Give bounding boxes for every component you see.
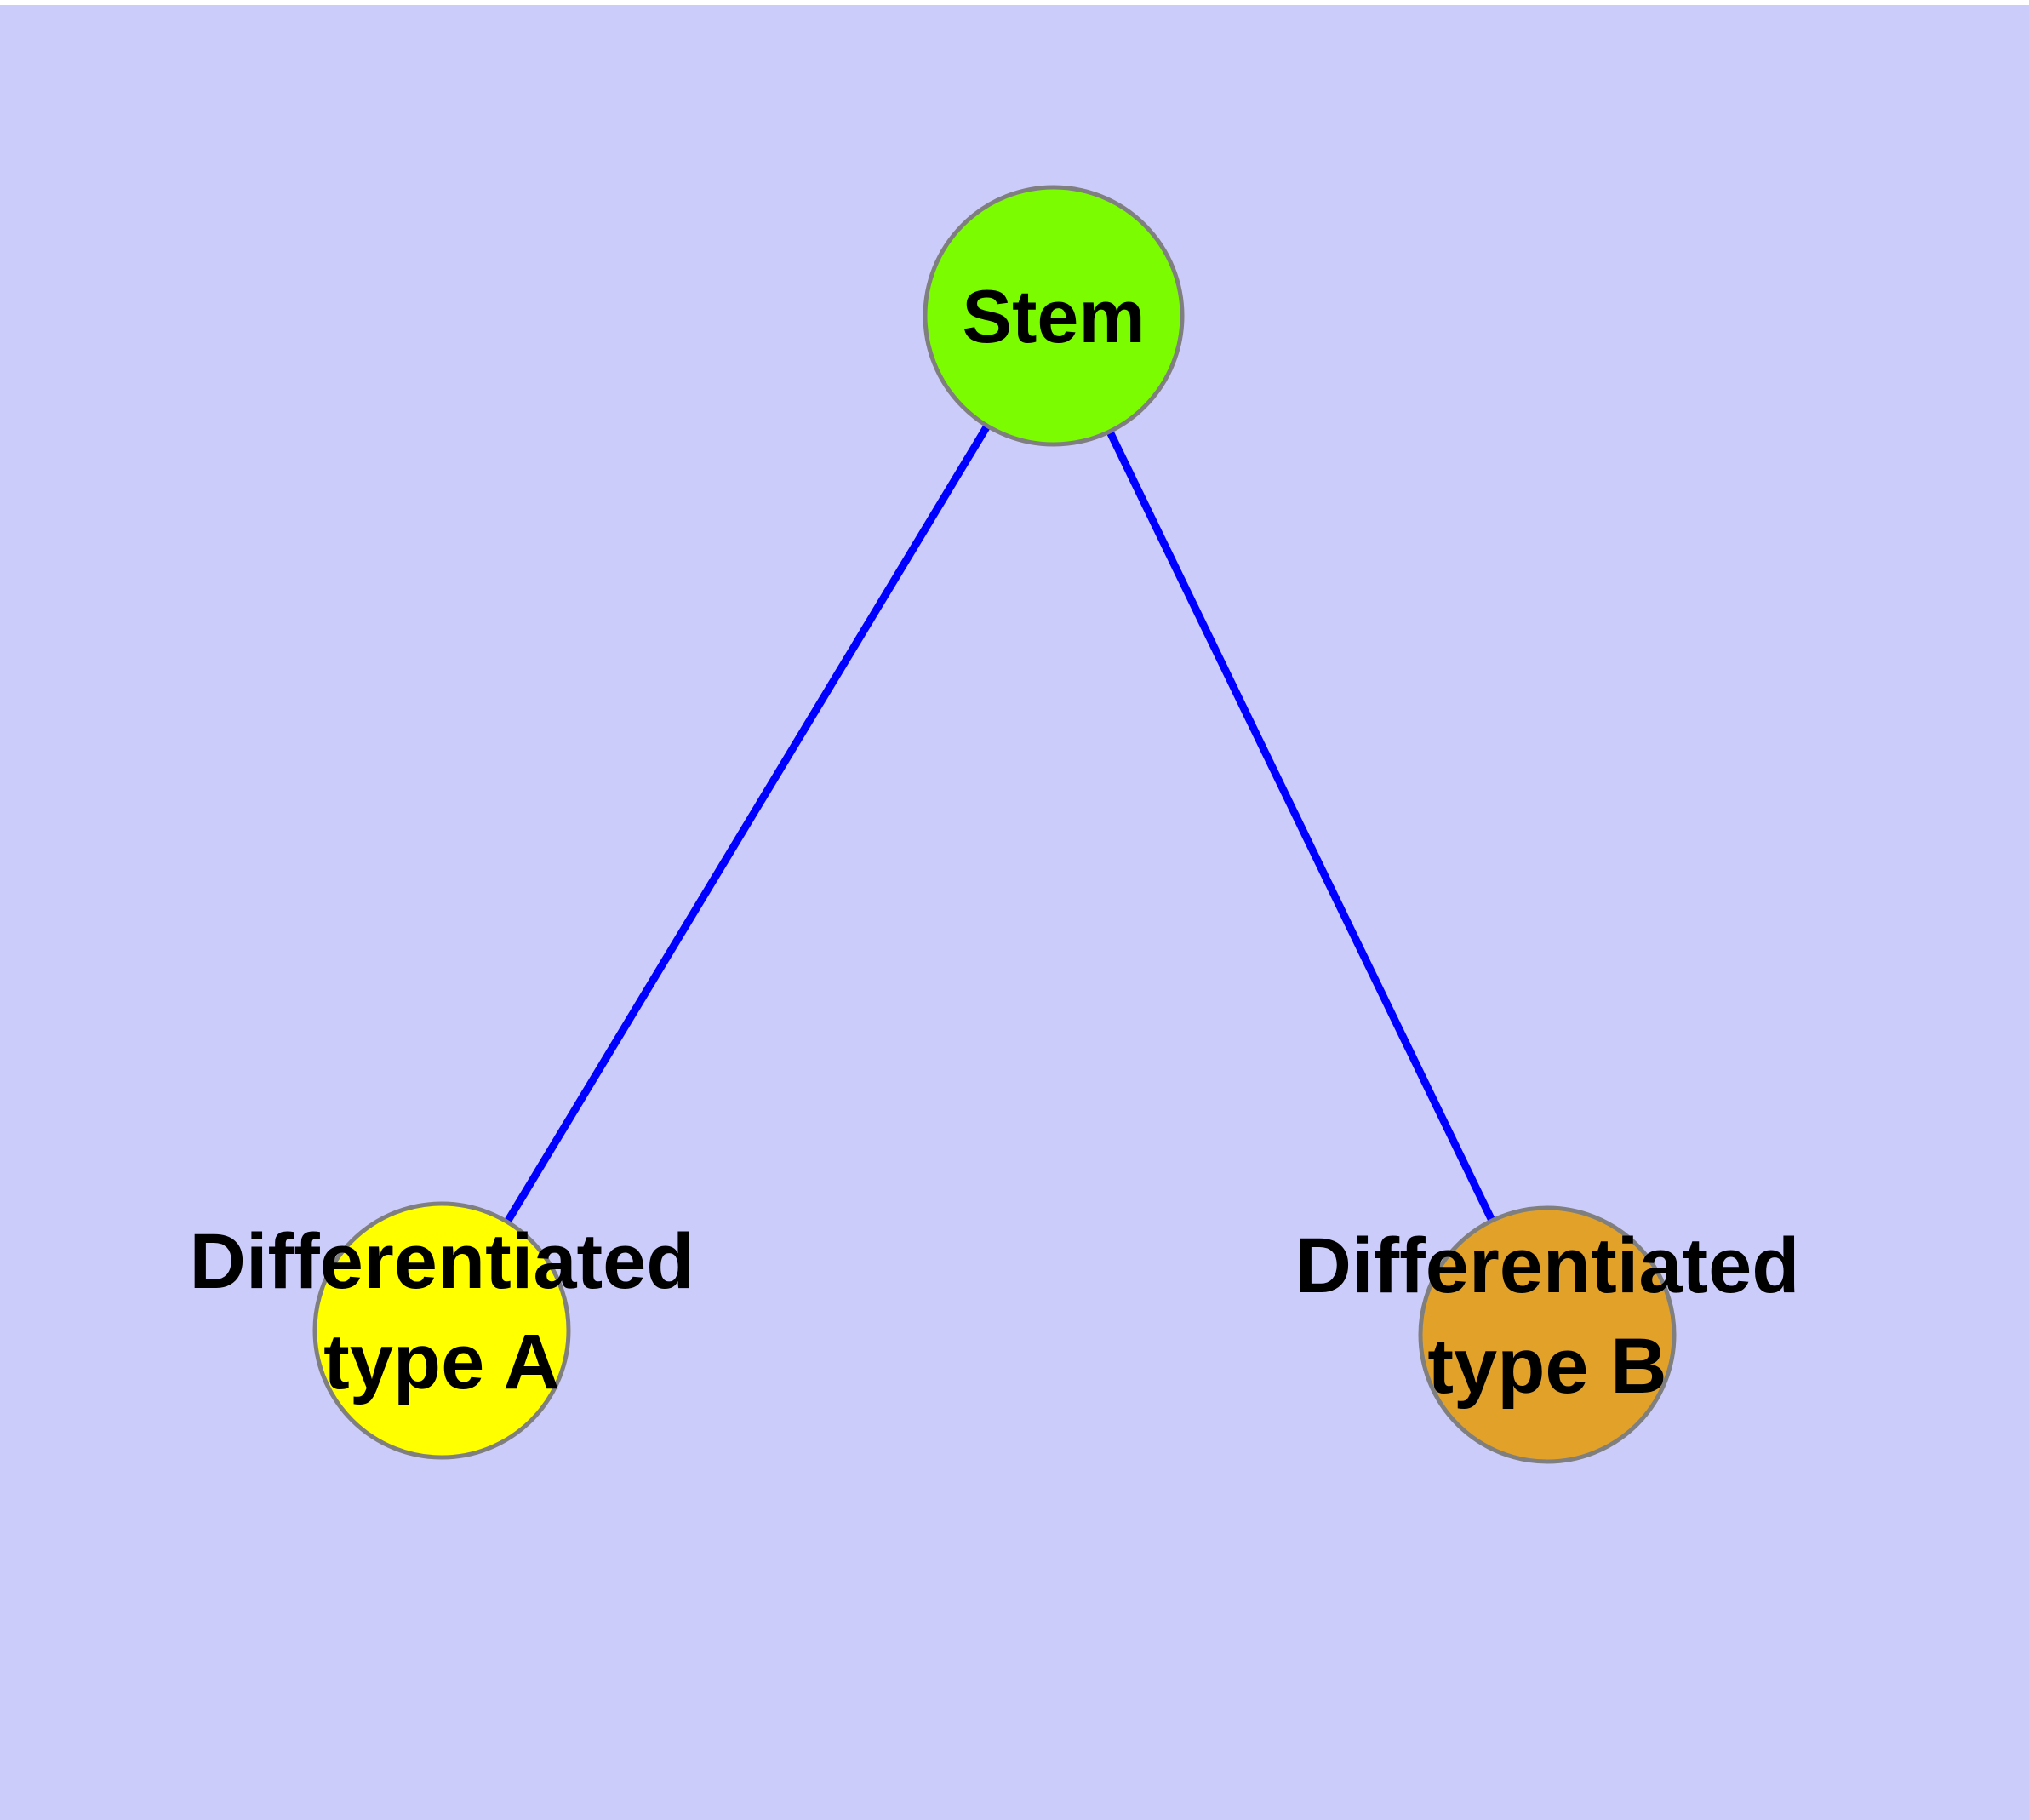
graph-node-label-diff_a: Differentiated type A bbox=[190, 1218, 694, 1405]
graph-node-label-stem: Stem bbox=[962, 274, 1145, 358]
graph-node-stem[interactable] bbox=[923, 185, 1185, 447]
graph-edge[interactable] bbox=[502, 421, 992, 1228]
label-line: Differentiated bbox=[1295, 1222, 1800, 1309]
nodes-layer bbox=[312, 185, 1677, 1464]
edges-layer bbox=[502, 421, 1497, 1228]
graph-node-label-diff_b: Differentiated type B bbox=[1295, 1222, 1800, 1410]
graph-node-diff_b[interactable] bbox=[1418, 1205, 1677, 1464]
label-line: type B bbox=[1427, 1323, 1666, 1410]
label-line: Stem bbox=[962, 274, 1145, 358]
label-line: Differentiated bbox=[190, 1218, 694, 1305]
graph-node-diff_a[interactable] bbox=[312, 1201, 571, 1460]
graph-edge[interactable] bbox=[1105, 426, 1497, 1226]
label-line: type A bbox=[323, 1319, 560, 1405]
